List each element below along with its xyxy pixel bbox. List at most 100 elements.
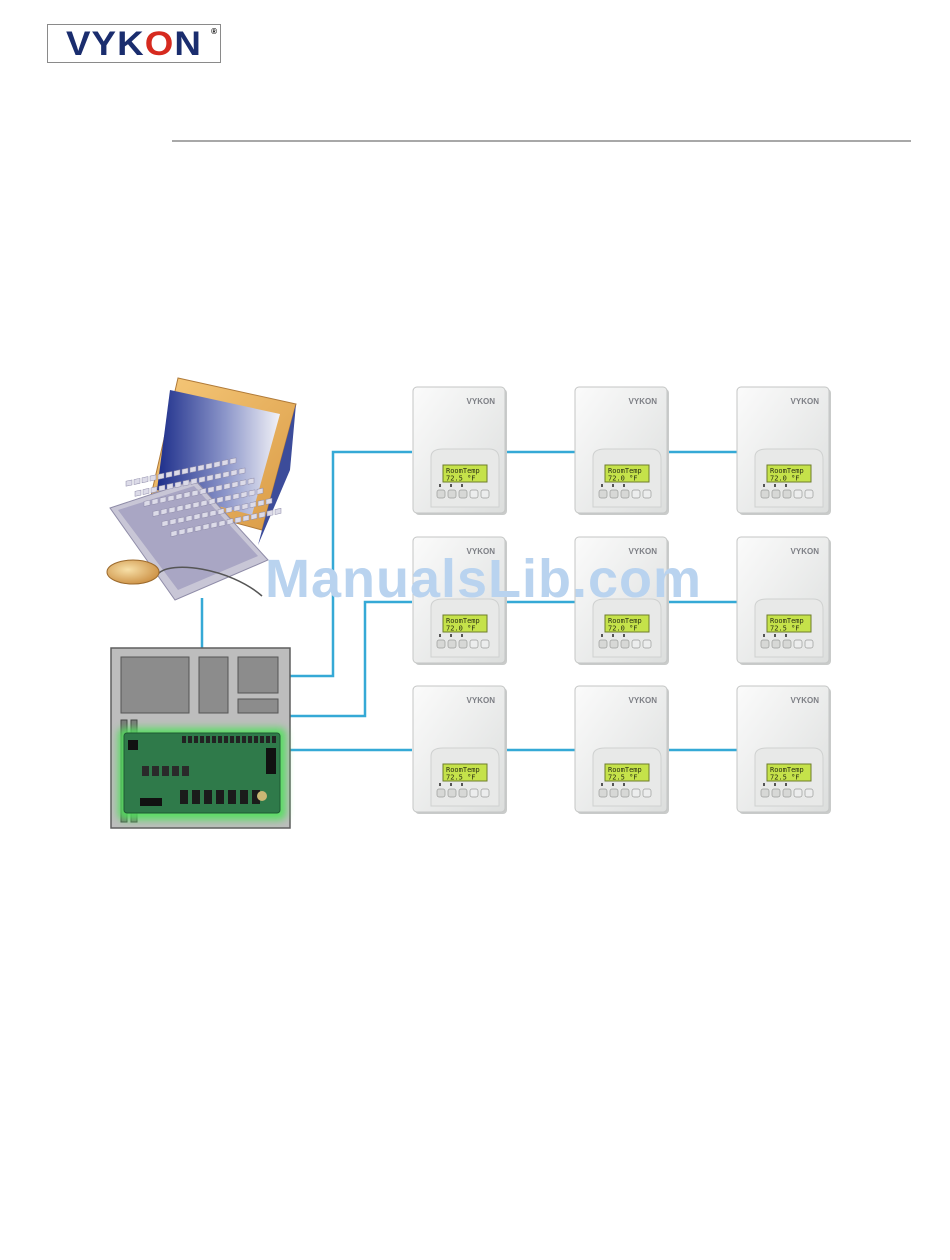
keyboard-key (183, 480, 189, 486)
thermostat-button (794, 640, 802, 648)
keyboard-key (195, 525, 201, 531)
keyboard-key (214, 461, 220, 467)
terminal-pin (254, 736, 258, 743)
terminal-pin (194, 736, 198, 743)
keyboard-key (178, 517, 184, 523)
thermostat-unit: VYKONRoomTemp72.0 °F (737, 387, 831, 515)
status-led (439, 484, 441, 487)
network-cable (288, 452, 412, 676)
terminal-pin (188, 736, 192, 743)
thermostat-grid: VYKONRoomTemp72.5 °F VYKONRoomTemp72.0 °F… (413, 387, 831, 814)
keyboard-key (219, 520, 225, 526)
terminal-pin (260, 736, 264, 743)
thermostat-brand: VYKON (467, 547, 496, 556)
thermostat-brand: VYKON (791, 696, 820, 705)
thermostat-button (470, 640, 478, 648)
status-led (763, 783, 765, 786)
relay (192, 790, 200, 804)
status-led (785, 634, 787, 637)
terminal-pin (212, 736, 216, 743)
keyboard-key (266, 498, 272, 504)
chip (142, 766, 149, 776)
keyboard-key (170, 519, 176, 525)
keyboard-key (259, 512, 265, 518)
thermostat-button (805, 640, 813, 648)
keyboard-key (161, 509, 167, 515)
thermostat-button (610, 789, 618, 797)
module-square (238, 657, 278, 693)
status-led (601, 484, 603, 487)
thermostat-button (470, 789, 478, 797)
keyboard-key (185, 503, 191, 509)
thermostat-button (448, 789, 456, 797)
terminal-pin (248, 736, 252, 743)
thermostat-button (632, 490, 640, 498)
keyboard-key (250, 502, 256, 508)
terminal-pin (182, 736, 186, 743)
thermostat-button (794, 789, 802, 797)
keyboard-key (258, 500, 264, 506)
keyboard-key (151, 487, 157, 493)
terminal-pin (272, 736, 276, 743)
capacitor (257, 791, 267, 801)
status-led (461, 783, 463, 786)
thermostat-button (481, 490, 489, 498)
relay (180, 790, 188, 804)
thermostat-button (794, 490, 802, 498)
keyboard-key (200, 488, 206, 494)
terminal-pin (242, 736, 246, 743)
thermostat-button (772, 640, 780, 648)
thermostat-unit: VYKONRoomTemp72.5 °F (413, 686, 507, 814)
keyboard-key (208, 487, 214, 493)
keyboard-key (162, 520, 168, 526)
thermostat-button (643, 789, 651, 797)
terminal-pin (224, 736, 228, 743)
thermostat-button (761, 640, 769, 648)
keyboard-key (206, 463, 212, 469)
keyboard-key (186, 515, 192, 521)
keyboard-key (203, 524, 209, 530)
status-led (601, 783, 603, 786)
keyboard-key (166, 471, 172, 477)
keyboard-key (251, 513, 257, 519)
terminal-pin (200, 736, 204, 743)
keyboard-key (207, 475, 213, 481)
keyboard-key (239, 468, 245, 474)
lcd-line-reading: 72.5 °F (446, 475, 476, 483)
status-led (774, 783, 776, 786)
keyboard-key (210, 510, 216, 516)
keyboard-key (227, 518, 233, 524)
terminal-pin (218, 736, 222, 743)
keyboard-key (190, 466, 196, 472)
thermostat-button (437, 490, 445, 498)
thermostat-brand: VYKON (467, 696, 496, 705)
keyboard-key (177, 505, 183, 511)
keyboard-key (241, 491, 247, 497)
thermostat-button (783, 789, 791, 797)
terminal-pin (236, 736, 240, 743)
status-led (601, 634, 603, 637)
lcd-line-reading: 72.0 °F (770, 475, 800, 483)
thermostat-button (481, 640, 489, 648)
thermostat-button (610, 640, 618, 648)
thermostat-button (772, 789, 780, 797)
network-cable (288, 602, 412, 716)
chip (162, 766, 169, 776)
thermostat-button (459, 490, 467, 498)
keyboard-key (184, 492, 190, 498)
thermostat-button (632, 640, 640, 648)
terminal-pin (206, 736, 210, 743)
module-large (121, 657, 189, 713)
thermostat-brand: VYKON (791, 397, 820, 406)
thermostat-button (783, 490, 791, 498)
keyboard-key (134, 478, 140, 484)
status-led (774, 634, 776, 637)
computer-workstation (107, 378, 296, 600)
lcd-line-reading: 72.5 °F (770, 625, 800, 633)
keyboard-key (153, 510, 159, 516)
keyboard-key (202, 512, 208, 518)
keyboard-key (257, 488, 263, 494)
lcd-line-reading: 72.5 °F (608, 774, 638, 782)
